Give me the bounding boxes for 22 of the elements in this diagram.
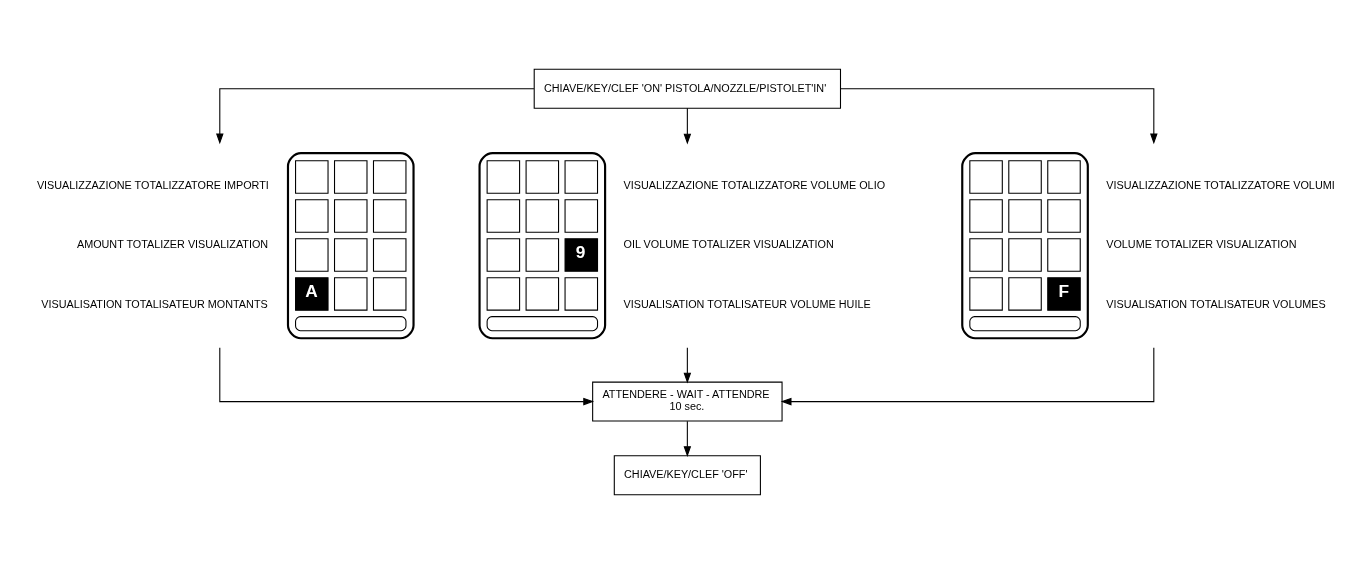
node-box: F [961,152,1089,340]
node-label: VISUALISATION TOTALISATEUR VOLUME HUILE [623,297,871,310]
arrow [683,107,692,145]
node-label: AMOUNT TOTALIZER VISUALIZATION [76,238,269,251]
node-label: VOLUME TOTALIZER VISUALIZATION [1106,238,1297,251]
arrow [840,88,1158,145]
arrow [219,347,595,406]
node-box: CHIAVE/KEY/CLEF 'ON' PISTOLA/NOZZLE/PISTOLET'IN' [533,68,842,109]
node-label: OIL VOLUME TOTALIZER VISUALIZATION [623,238,834,251]
arrow [216,88,535,145]
arrow [780,347,1155,406]
node-label: VISUALISATION TOTALISATEUR VOLUMES [1106,297,1326,310]
node-box: 9 [478,152,607,340]
arrow [683,420,692,458]
arrow [683,347,692,384]
node-label: VISUALISATION TOTALISATEUR MONTANTS [41,297,268,310]
node-label: VISUALIZZAZIONE TOTALIZZATORE VOLUME OLIO [623,178,886,191]
node-box: CHIAVE/KEY/CLEF 'OFF' [613,455,761,496]
node-box: A [286,152,415,340]
node-box: ATTENDERE - WAIT - ATTENDRE 10 sec. [592,381,783,422]
node-label: VISUALIZZAZIONE TOTALIZZATORE VOLUMI [1106,178,1335,191]
node-label: VISUALIZZAZIONE TOTALIZZATORE IMPORTI [36,178,269,191]
